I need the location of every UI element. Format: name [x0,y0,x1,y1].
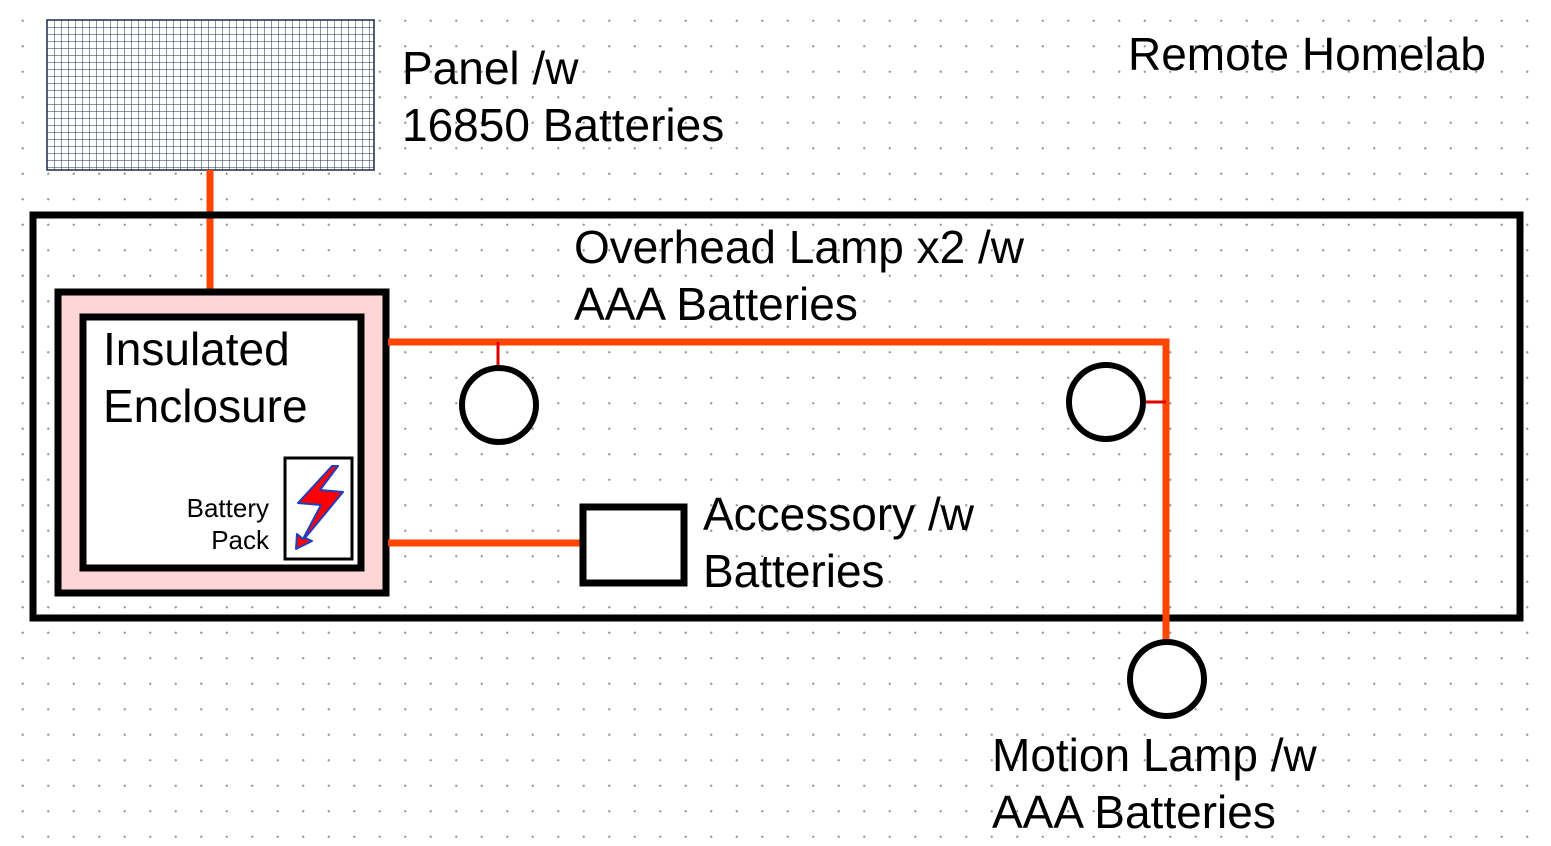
room-boundary [29,211,1524,622]
motion-lamp-label-line1: Motion Lamp /w [992,729,1317,781]
solar-panel [46,19,375,171]
battery-pack-label: Battery Pack [187,492,269,556]
battery-pack [283,456,354,561]
enclosure-label-line1: Insulated [103,323,290,375]
enclosure-label: Insulated Enclosure [103,321,308,435]
accessory-label-line1: Accessory /w [703,488,974,540]
motion-lamp [1127,639,1207,719]
enclosure-label-line2: Enclosure [103,380,308,432]
battery-pack-label-line2: Pack [211,525,269,555]
panel-label-line1: Panel /w [402,42,579,94]
battery-pack-label-line1: Battery [186,493,269,523]
motion-lamp-label: Motion Lamp /w AAA Batteries [992,727,1317,841]
wire-overhead-lamps [388,338,1170,642]
lightning-bolt-icon [295,465,344,550]
panel-label-line2: 16850 Batteries [402,99,725,151]
accessory-label: Accessory /w Batteries [703,486,974,600]
diagram-title: Remote Homelab [1128,28,1486,80]
accessory-box [579,503,688,587]
overhead-lamp-label-line1: Overhead Lamp x2 /w [574,221,1025,273]
panel-label: Panel /w 16850 Batteries [402,40,724,154]
overhead-lamp-2 [1066,362,1146,442]
overhead-lamp-label-line2: AAA Batteries [574,278,858,330]
overhead-lamp-label: Overhead Lamp x2 /w AAA Batteries [574,219,1024,333]
accessory-label-line2: Batteries [703,545,885,597]
motion-lamp-label-line2: AAA Batteries [992,786,1276,838]
overhead-lamp-1 [459,365,539,445]
